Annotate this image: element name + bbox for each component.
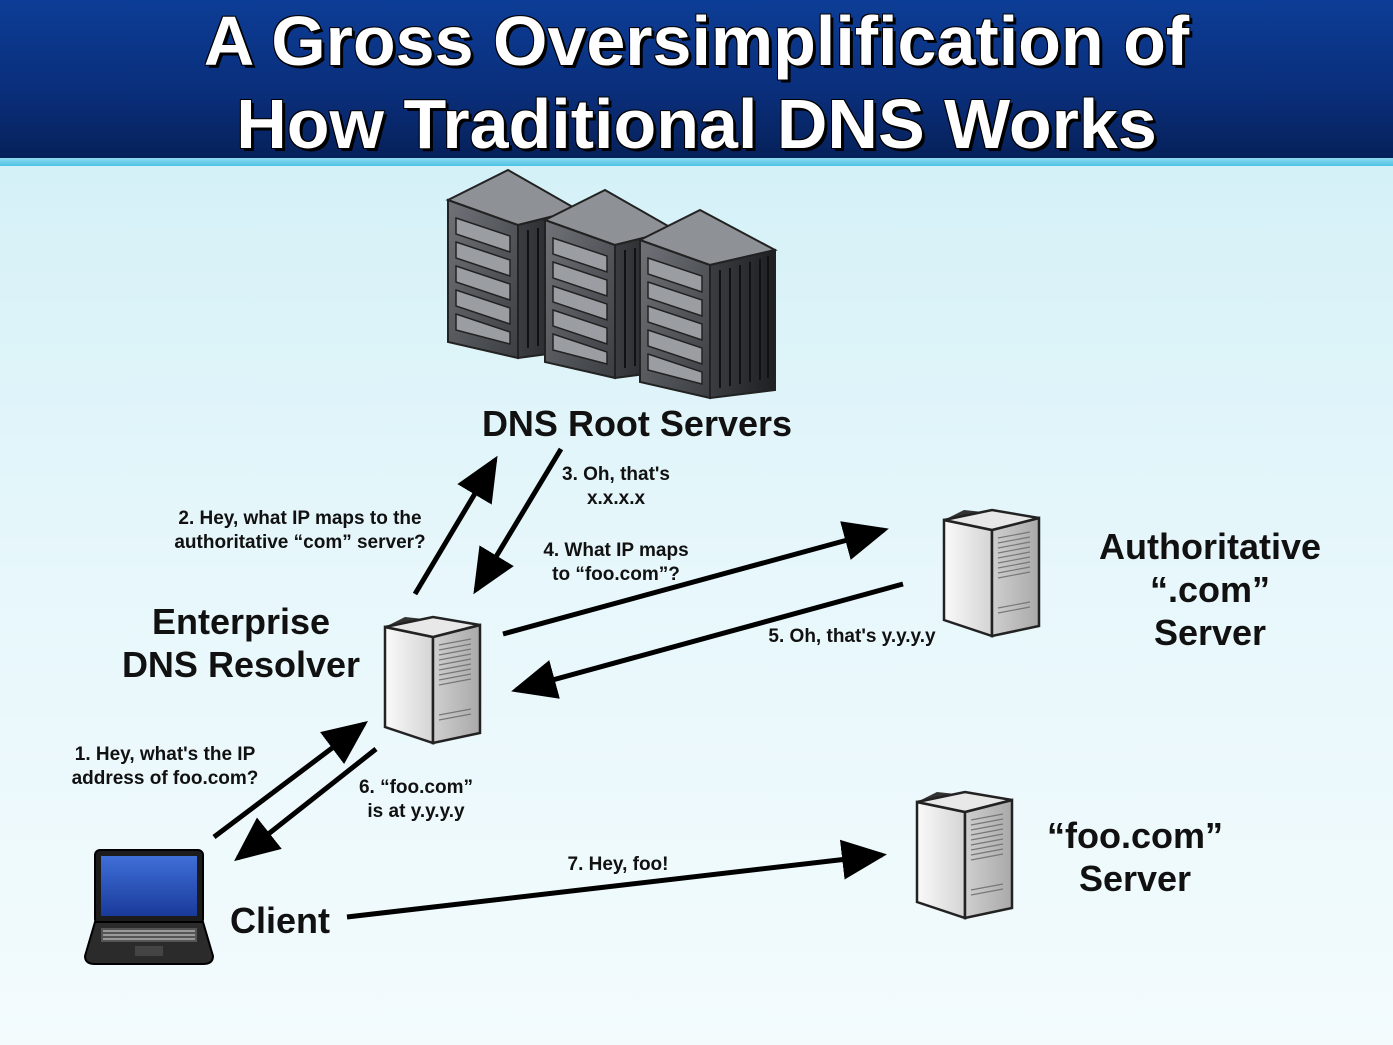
step-1-line-2: address of foo.com? <box>71 768 259 789</box>
step-2-label: 2. Hey, what IP maps to the authoritativ… <box>150 507 450 555</box>
resolver-server-icon <box>383 615 482 745</box>
authoritative-server-label: Authoritative “.com” Server <box>1075 525 1345 654</box>
authoritative-label-line-1: Authoritative <box>1098 526 1321 567</box>
step-4-line-2: to “foo.com”? <box>552 564 680 585</box>
foo-server-label: “foo.com” Server <box>1020 814 1250 900</box>
foo-label-line-1: “foo.com” <box>1047 815 1223 856</box>
step-3-line-2: x.x.x.x <box>586 488 646 509</box>
arrow-step-2 <box>412 455 498 596</box>
arrow-step-3 <box>473 447 564 595</box>
authoritative-server-icon <box>942 508 1041 638</box>
foo-label-line-2: Server <box>1078 858 1192 899</box>
title-banner <box>0 0 1393 158</box>
resolver-label-line-1: Enterprise <box>151 601 331 642</box>
client-label: Client <box>229 900 330 941</box>
authoritative-label-line-3: Server <box>1153 612 1267 653</box>
step-1-line-1: 1. Hey, what's the IP <box>74 744 256 765</box>
arrow-step-7 <box>346 839 887 920</box>
step-4-line-1: 4. What IP maps <box>543 540 689 561</box>
step-6-label: 6. “foo.com” is at y.y.y.y <box>340 776 492 824</box>
step-6-line-2: is at y.y.y.y <box>367 801 465 822</box>
resolver-label: Enterprise DNS Resolver <box>100 600 382 686</box>
step-4-label: 4. What IP maps to “foo.com”? <box>526 539 706 587</box>
step-6-line-1: 6. “foo.com” <box>358 777 473 798</box>
arrow-step-4 <box>502 521 889 637</box>
rack-server-icon <box>637 208 778 400</box>
arrow-step-6 <box>234 747 378 862</box>
step-2-line-2: authoritative “com” server? <box>174 532 426 553</box>
step-3-label: 3. Oh, that's x.x.x.x <box>546 463 686 511</box>
resolver-label-line-2: DNS Resolver <box>121 644 361 685</box>
title-underline <box>0 158 1393 166</box>
step-3-line-1: 3. Oh, that's <box>562 464 670 485</box>
foo-server-icon <box>915 790 1014 920</box>
laptop-icon <box>83 849 215 965</box>
page-title-line-1: A Gross Oversimplification of <box>203 2 1190 80</box>
step-5-label: 5. Oh, that's y.y.y.y <box>768 626 936 647</box>
arrow-step-5 <box>511 581 904 699</box>
step-7-label: 7. Hey, foo! <box>567 854 669 875</box>
page-title-line-2: How Traditional DNS Works <box>236 85 1157 163</box>
root-servers-label: DNS Root Servers <box>481 403 793 444</box>
step-2-line-1: 2. Hey, what IP maps to the <box>178 508 422 529</box>
authoritative-label-line-2: “.com” <box>1149 569 1271 610</box>
step-1-label: 1. Hey, what's the IP address of foo.com… <box>55 743 275 791</box>
